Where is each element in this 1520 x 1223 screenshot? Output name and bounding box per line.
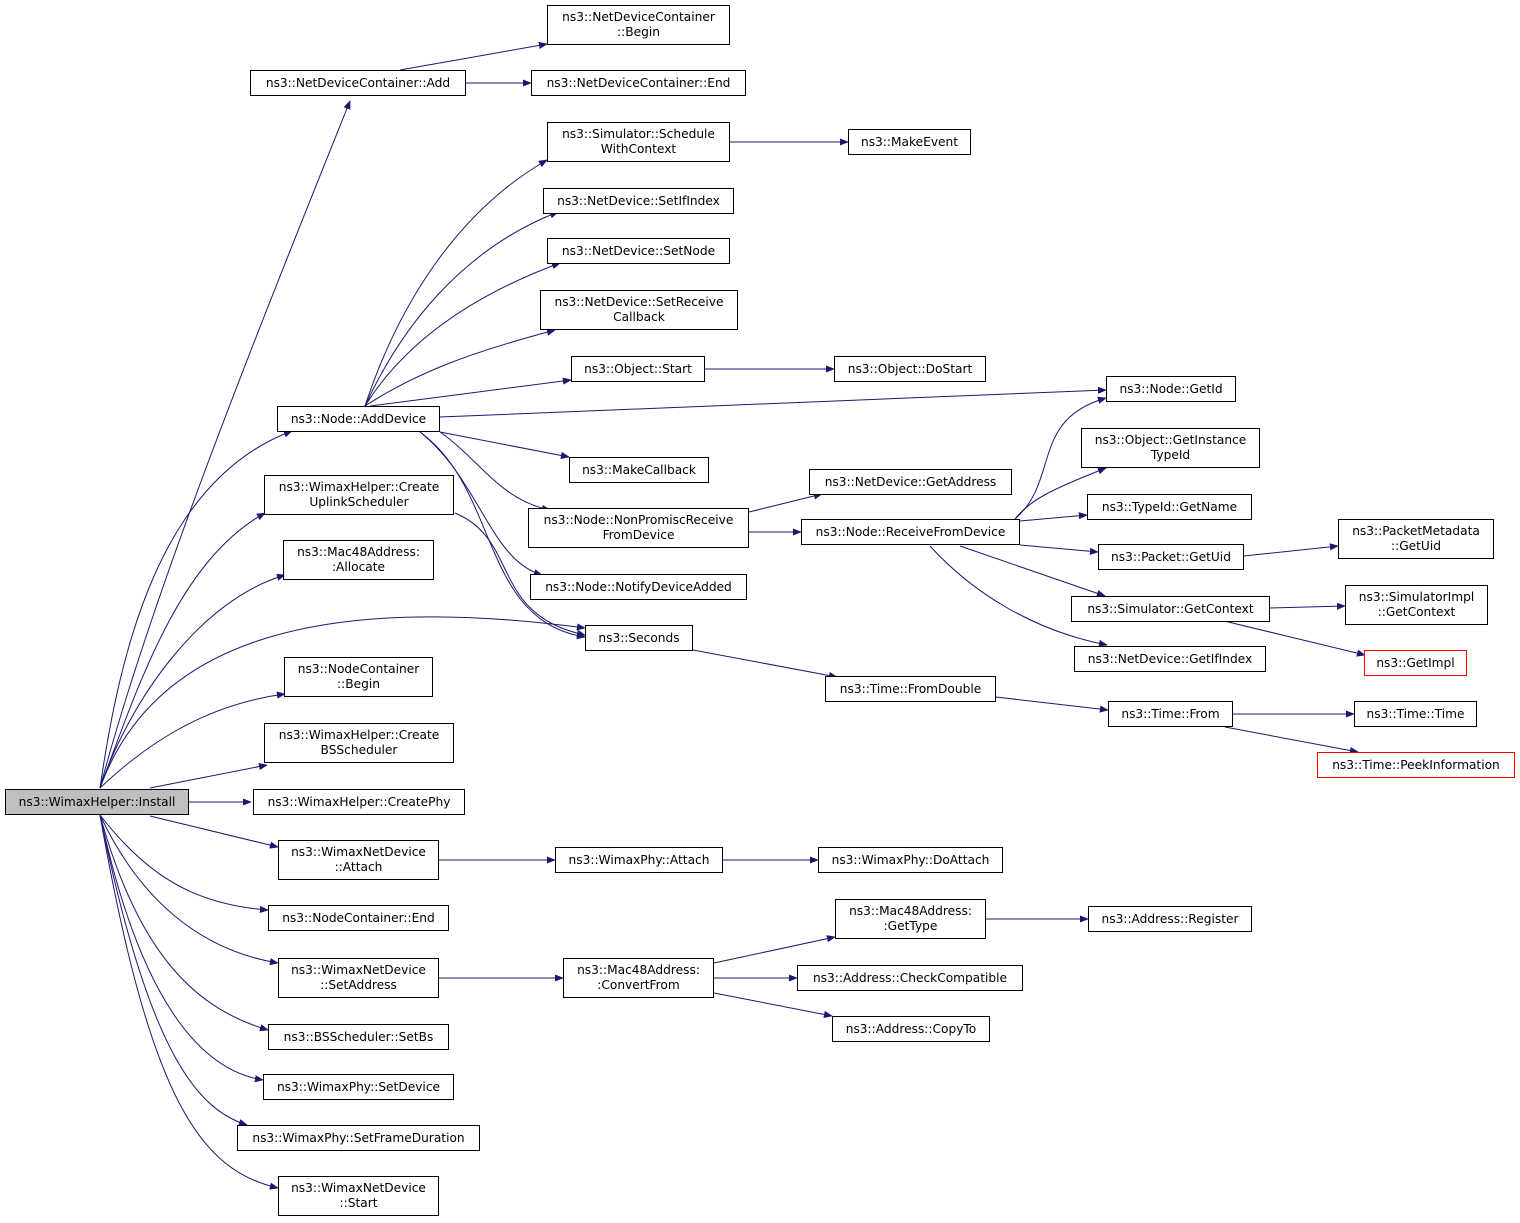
edge xyxy=(364,328,556,407)
node-wimaxphy-setdevice[interactable]: ns3::WimaxPhy::SetDevice xyxy=(263,1074,454,1100)
node-wimaxnetdevice-start[interactable]: ns3::WimaxNetDevice ::Start xyxy=(278,1176,439,1216)
node-simulator-schedulewithcontext[interactable]: ns3::Simulator::Schedule WithContext xyxy=(547,122,730,162)
node-mac48address-allocate[interactable]: ns3::Mac48Address: :Allocate xyxy=(283,540,434,580)
edge xyxy=(454,512,586,637)
node-wimaxnetdevice-setaddress[interactable]: ns3::WimaxNetDevice ::SetAddress xyxy=(278,958,439,998)
edge xyxy=(99,814,279,1190)
edge xyxy=(99,430,293,789)
node-netdevicecontainer-add[interactable]: ns3::NetDeviceContainer::Add xyxy=(250,70,466,96)
node-netdevice-setnode[interactable]: ns3::NetDevice::SetNode xyxy=(547,238,730,264)
edge xyxy=(692,649,838,680)
node-wimaxphy-doattach[interactable]: ns3::WimaxPhy::DoAttach xyxy=(818,847,1003,873)
node-object-start[interactable]: ns3::Object::Start xyxy=(571,356,705,382)
node-simulatorimpl-getcontext[interactable]: ns3::SimulatorImpl ::GetContext xyxy=(1345,585,1488,625)
node-time-from[interactable]: ns3::Time::From xyxy=(1108,701,1233,727)
edge xyxy=(99,100,351,789)
node-node-receivefromdevice[interactable]: ns3::Node::ReceiveFromDevice xyxy=(801,519,1020,545)
edge xyxy=(439,431,570,459)
node-time-fromdouble[interactable]: ns3::Time::FromDouble xyxy=(825,676,996,702)
edge xyxy=(364,262,561,407)
node-address-register[interactable]: ns3::Address::Register xyxy=(1088,906,1252,932)
node-node-notifydeviceadded[interactable]: ns3::Node::NotifyDeviceAdded xyxy=(530,574,747,600)
edge xyxy=(1014,396,1107,520)
edge xyxy=(1219,619,1366,657)
edge xyxy=(99,814,279,966)
node-wimaxnetdevice-attach[interactable]: ns3::WimaxNetDevice ::Attach xyxy=(278,840,439,880)
edge xyxy=(1224,726,1359,755)
edge xyxy=(419,431,543,577)
node-install: ns3::WimaxHelper::Install xyxy=(5,789,189,815)
node-object-getinstancetypeid[interactable]: ns3::Object::GetInstance TypeId xyxy=(1081,428,1260,468)
edge xyxy=(99,814,264,1083)
node-wimaxphy-setframeduration[interactable]: ns3::WimaxPhy::SetFrameDuration xyxy=(237,1125,480,1151)
edge xyxy=(748,492,823,513)
node-object-dostart[interactable]: ns3::Object::DoStart xyxy=(834,356,986,382)
node-getimpl[interactable]: ns3::GetImpl xyxy=(1364,650,1467,676)
edge xyxy=(149,815,279,849)
node-packet-getuid[interactable]: ns3::Packet::GetUid xyxy=(1098,544,1244,570)
node-node-getid[interactable]: ns3::Node::GetId xyxy=(1106,376,1236,402)
node-createbsscheduler[interactable]: ns3::WimaxHelper::Create BSScheduler xyxy=(264,723,454,763)
node-makecallback[interactable]: ns3::MakeCallback xyxy=(569,457,709,483)
edge xyxy=(99,691,286,789)
node-node-adddevice[interactable]: ns3::Node::AddDevice xyxy=(277,406,440,432)
edge xyxy=(99,616,586,789)
edge xyxy=(99,573,286,789)
node-wimaxphy-attach[interactable]: ns3::WimaxPhy::Attach xyxy=(555,847,723,873)
edge xyxy=(369,377,572,407)
node-netdevice-getifindex[interactable]: ns3::NetDevice::GetIfIndex xyxy=(1074,646,1266,672)
edge xyxy=(149,763,268,789)
node-createphy[interactable]: ns3::WimaxHelper::CreatePhy xyxy=(253,789,465,815)
node-mac48address-gettype[interactable]: ns3::Mac48Address: :GetType xyxy=(835,899,986,939)
node-node-nonpromiscreceivefromdevice[interactable]: ns3::Node::NonPromiscReceive FromDevice xyxy=(528,508,749,548)
node-mac48address-convertfrom[interactable]: ns3::Mac48Address: :ConvertFrom xyxy=(563,958,714,998)
node-simulator-getcontext[interactable]: ns3::Simulator::GetContext xyxy=(1071,596,1270,622)
edge xyxy=(99,814,269,913)
node-bsscheduler-setbs[interactable]: ns3::BSScheduler::SetBs xyxy=(268,1024,449,1050)
edge xyxy=(439,431,551,512)
edge xyxy=(99,814,269,1032)
edge xyxy=(99,814,248,1126)
edge xyxy=(929,545,1108,647)
node-netdevicecontainer-begin[interactable]: ns3::NetDeviceContainer ::Begin xyxy=(547,5,730,45)
node-makeevent[interactable]: ns3::MakeEvent xyxy=(848,129,971,155)
node-time-time[interactable]: ns3::Time::Time xyxy=(1354,701,1477,727)
node-nodecontainer-end[interactable]: ns3::NodeContainer::End xyxy=(268,905,449,931)
node-createuplinkscheduler[interactable]: ns3::WimaxHelper::Create UplinkScheduler xyxy=(264,475,454,515)
edge xyxy=(959,545,1106,597)
edge xyxy=(364,159,548,407)
edge xyxy=(419,431,586,640)
edge xyxy=(1019,544,1099,555)
node-netdevicecontainer-end[interactable]: ns3::NetDeviceContainer::End xyxy=(531,70,746,96)
edge xyxy=(995,696,1109,713)
node-seconds[interactable]: ns3::Seconds xyxy=(585,625,693,651)
node-netdevice-setifindex[interactable]: ns3::NetDevice::SetIfIndex xyxy=(543,188,734,214)
node-address-checkcompatible[interactable]: ns3::Address::CheckCompatible xyxy=(797,965,1023,991)
node-netdevice-setreceivecallback[interactable]: ns3::NetDevice::SetReceive Callback xyxy=(540,290,738,330)
node-time-peekinformation[interactable]: ns3::Time::PeekInformation xyxy=(1317,752,1515,778)
edge xyxy=(99,512,266,789)
node-nodecontainer-begin[interactable]: ns3::NodeContainer ::Begin xyxy=(284,657,433,697)
edge xyxy=(439,386,1107,418)
edge xyxy=(1014,467,1107,520)
edge xyxy=(399,41,548,71)
edge xyxy=(364,211,559,407)
edge xyxy=(1019,512,1088,522)
edge xyxy=(1269,602,1346,610)
node-packetmetadata-getuid[interactable]: ns3::PacketMetadata ::GetUid xyxy=(1338,519,1494,559)
node-netdevice-getaddress[interactable]: ns3::NetDevice::GetAddress xyxy=(809,469,1012,495)
node-address-copyto[interactable]: ns3::Address::CopyTo xyxy=(832,1016,990,1042)
edge xyxy=(1243,543,1339,557)
edge xyxy=(713,992,833,1018)
node-typeid-getname[interactable]: ns3::TypeId::GetName xyxy=(1087,494,1252,520)
edge xyxy=(713,935,836,964)
